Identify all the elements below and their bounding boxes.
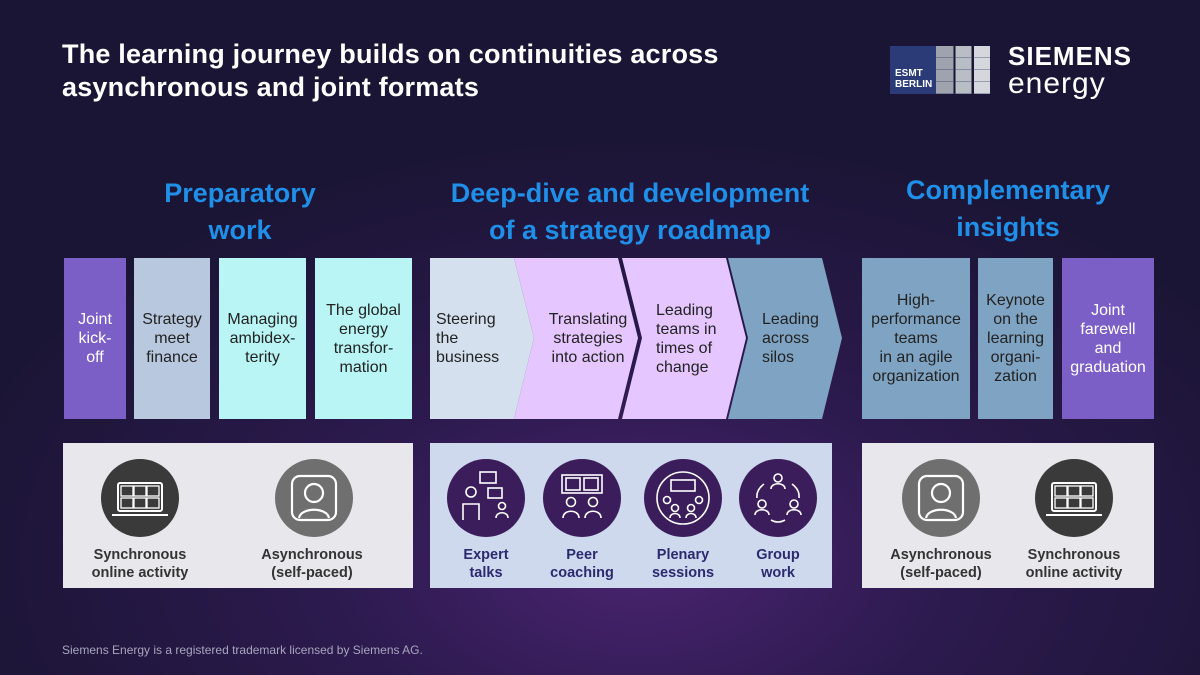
deepdive-chevron-row xyxy=(430,258,842,419)
siemens-energy-logo: SIEMENS energy xyxy=(1008,41,1133,100)
peer-coaching-icon xyxy=(543,459,621,537)
page-title: The learning journey builds on continuit… xyxy=(62,39,719,102)
chevron-leading-change xyxy=(622,258,746,419)
group-work-icon xyxy=(739,459,817,537)
chevron-translating xyxy=(514,258,638,419)
video-conference-icon xyxy=(101,459,179,537)
plenary-session-icon xyxy=(644,459,722,537)
caption-async-right: Asynchronous(self-paced) xyxy=(890,547,992,581)
self-paced-user-icon xyxy=(275,459,353,537)
chevron-steering xyxy=(430,258,534,419)
self-paced-user-icon xyxy=(902,459,980,537)
trademark-footer: Siemens Energy is a registered trademark… xyxy=(62,643,423,657)
video-conference-icon xyxy=(1035,459,1113,537)
expert-talk-icon xyxy=(447,459,525,537)
chevron-leading-silos xyxy=(728,258,842,419)
caption-async-left: Asynchronous(self-paced) xyxy=(261,547,363,581)
